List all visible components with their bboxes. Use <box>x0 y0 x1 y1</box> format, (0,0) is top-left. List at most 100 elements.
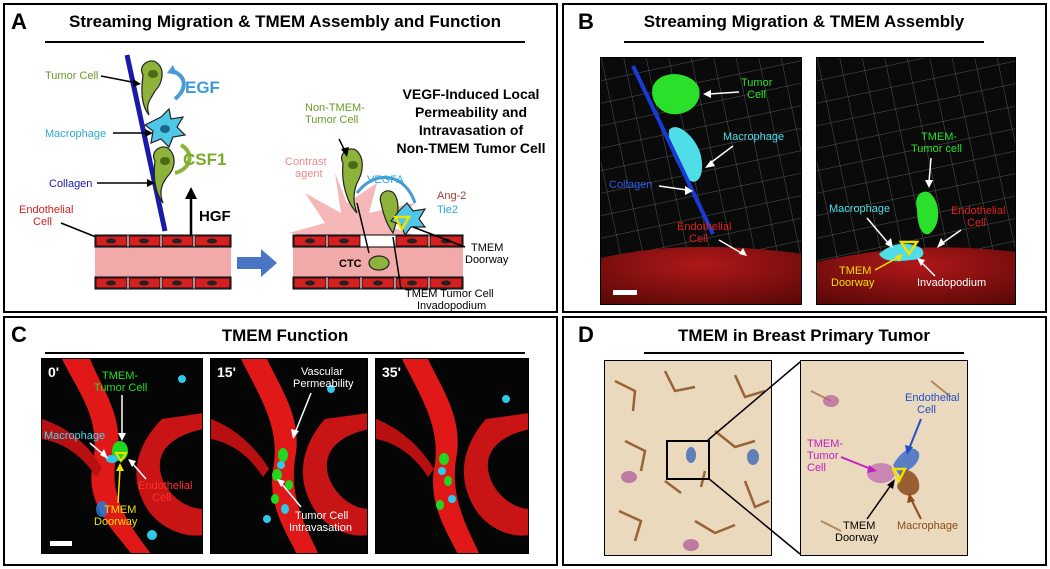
tie2-label: Tie2 <box>437 204 458 216</box>
panel-c: C TMEM Function 0' TMEM- Tumor Cell <box>3 316 558 566</box>
non-tmem-tumor-cell <box>341 148 363 214</box>
time-15: 15' <box>217 364 236 380</box>
contrast-label-2: agent <box>295 168 323 180</box>
tmem-tumor-blob <box>867 463 895 483</box>
panel-b-image-right: TMEM- Tumor cell Macrophage Endothelial … <box>816 57 1016 305</box>
egf-label: EGF <box>185 78 220 97</box>
panel-b-title: Streaming Migration & TMEM Assembly <box>643 12 965 31</box>
vascular-label-2: Permeability <box>293 378 354 390</box>
macrophage-cell <box>143 107 187 149</box>
panel-a-title: Streaming Migration & TMEM Assembly and … <box>69 12 501 31</box>
panel-c-label: C <box>11 322 27 347</box>
scale-bar <box>613 290 637 295</box>
panel-c-title: TMEM Function <box>221 326 349 345</box>
endothelial-label-1: Endothelial <box>951 205 1005 217</box>
doorway-label-2: Doorway <box>831 277 875 289</box>
endothelial-label-2: Cell <box>33 216 52 228</box>
tmem-label-1: TMEM- <box>921 131 957 143</box>
heading-line-1: VEGF-Induced Local <box>403 86 540 102</box>
endothelial-label-2: Cell <box>689 233 708 245</box>
invado-label-2: Invadopodium <box>417 300 486 312</box>
doorway-triangle <box>890 467 908 484</box>
tmem-label-1: TMEM- <box>102 370 138 382</box>
panel-d-image-zoom: Endothelial Cell TMEM- Tumor Cell TMEM D… <box>800 360 968 556</box>
ang2-label: Ang-2 <box>437 190 466 202</box>
doorway-label-2: Doorway <box>835 532 879 544</box>
invadopodium-label: Invadopodium <box>917 277 986 289</box>
invado-label-1: TMEM Tumor Cell <box>405 288 494 300</box>
panel-a-title-underline <box>45 41 525 43</box>
egf-arrow <box>172 69 186 101</box>
tumor-cell-lower <box>153 146 175 204</box>
heading-vegf: VEGF-Induced Local Permeability and Intr… <box>396 86 545 156</box>
ctc-label: CTC <box>339 258 362 270</box>
macrophage-label: Macrophage <box>44 430 105 442</box>
endothelial-label-2: Cell <box>967 217 986 229</box>
intravasation-label-2: Intravasation <box>289 522 352 534</box>
endothelial-label-2: Cell <box>152 492 171 504</box>
tumor-label-1: Tumor <box>741 77 773 89</box>
collagen-label: Collagen <box>49 178 92 190</box>
macrophage-label: Macrophage <box>45 128 106 140</box>
non-tmem-label-2: Tumor Cell <box>305 114 358 126</box>
endothelial-label-1: Endothelial <box>677 221 731 233</box>
heading-line-2: Permeability and <box>415 104 527 120</box>
doorway-triangle <box>898 240 920 257</box>
doorway-label-1: TMEM <box>839 265 871 277</box>
tmem-label-2: Tumor cell <box>911 143 962 155</box>
collagen-label: Collagen <box>609 179 652 191</box>
collagen-line <box>631 65 715 235</box>
panel-c-frame-35: 35' <box>375 358 529 554</box>
tumor-label-2: Cell <box>747 89 766 101</box>
panel-b-label: B <box>578 9 594 34</box>
hgf-label: HGF <box>199 208 231 225</box>
tumor-cell-label: Tumor Cell <box>45 70 98 82</box>
macrophage-label: Macrophage <box>829 203 890 215</box>
panel-d-title-underline <box>644 352 964 354</box>
ctc-cell <box>368 255 390 271</box>
csf1-arrow <box>174 143 192 175</box>
panel-d-image-overview <box>604 360 772 556</box>
panel-c-title-underline <box>45 352 525 354</box>
panel-c-frame-0: 0' TMEM- Tumor Cell Macrophage Endotheli… <box>41 358 203 554</box>
tmem-tumor-blob <box>916 191 939 235</box>
tmem-label-2: Tumor Cell <box>94 382 147 394</box>
macrophage-blob <box>668 127 703 182</box>
panel-c-frame-15: 15' Vascular Permeability Tumor Cell Int… <box>210 358 368 554</box>
blood-vessel-right <box>292 234 464 290</box>
csf1-label: CSF1 <box>183 150 226 169</box>
panel-d: D TMEM in Breast Primary Tumor <box>562 316 1047 566</box>
vascular-label-1: Vascular <box>301 366 343 378</box>
endothelial-label-1: Endothelial <box>905 392 959 404</box>
panel-d-title: TMEM in Breast Primary Tumor <box>678 326 930 345</box>
panel-b-title-underline <box>624 41 984 43</box>
heading-line-4: Non-TMEM Tumor Cell <box>396 140 545 156</box>
time-35: 35' <box>382 364 401 380</box>
intravasation-label-1: Tumor Cell <box>295 510 348 522</box>
scale-bar <box>50 541 72 546</box>
panel-a: A Streaming Migration & TMEM Assembly an… <box>3 3 558 313</box>
non-tmem-label-1: Non-TMEM- <box>305 102 365 114</box>
endothelial-label-2: Cell <box>917 404 936 416</box>
vegfa-arrow <box>355 176 417 204</box>
contrast-label-1: Contrast <box>285 156 327 168</box>
blood-vessel-left <box>94 234 232 290</box>
tmem-cluster <box>379 190 427 237</box>
endothelial-label-1: Endothelial <box>138 480 192 492</box>
progression-arrow <box>237 249 277 277</box>
panel-b-image-left: Tumor Cell Macrophage Collagen Endotheli… <box>600 57 802 305</box>
doorway-label-1: TMEM <box>104 504 136 516</box>
tumor-cell-blob <box>652 74 700 115</box>
tmem-label-3: Cell <box>807 462 826 474</box>
zoom-box <box>666 440 710 480</box>
doorway-label-2: Doorway <box>94 516 138 528</box>
vegfa-label: VEGFA <box>367 174 404 186</box>
endothelial-label-1: Endothelial <box>19 204 73 216</box>
panel-b: B Streaming Migration & TMEM Assembly <box>562 3 1047 313</box>
panel-d-label: D <box>578 322 594 347</box>
panel-a-label: A <box>11 9 27 34</box>
heading-line-3: Intravasation of <box>419 122 524 138</box>
doorway-label-1: TMEM <box>471 242 503 254</box>
tmem-label-1: TMEM- <box>807 438 843 450</box>
